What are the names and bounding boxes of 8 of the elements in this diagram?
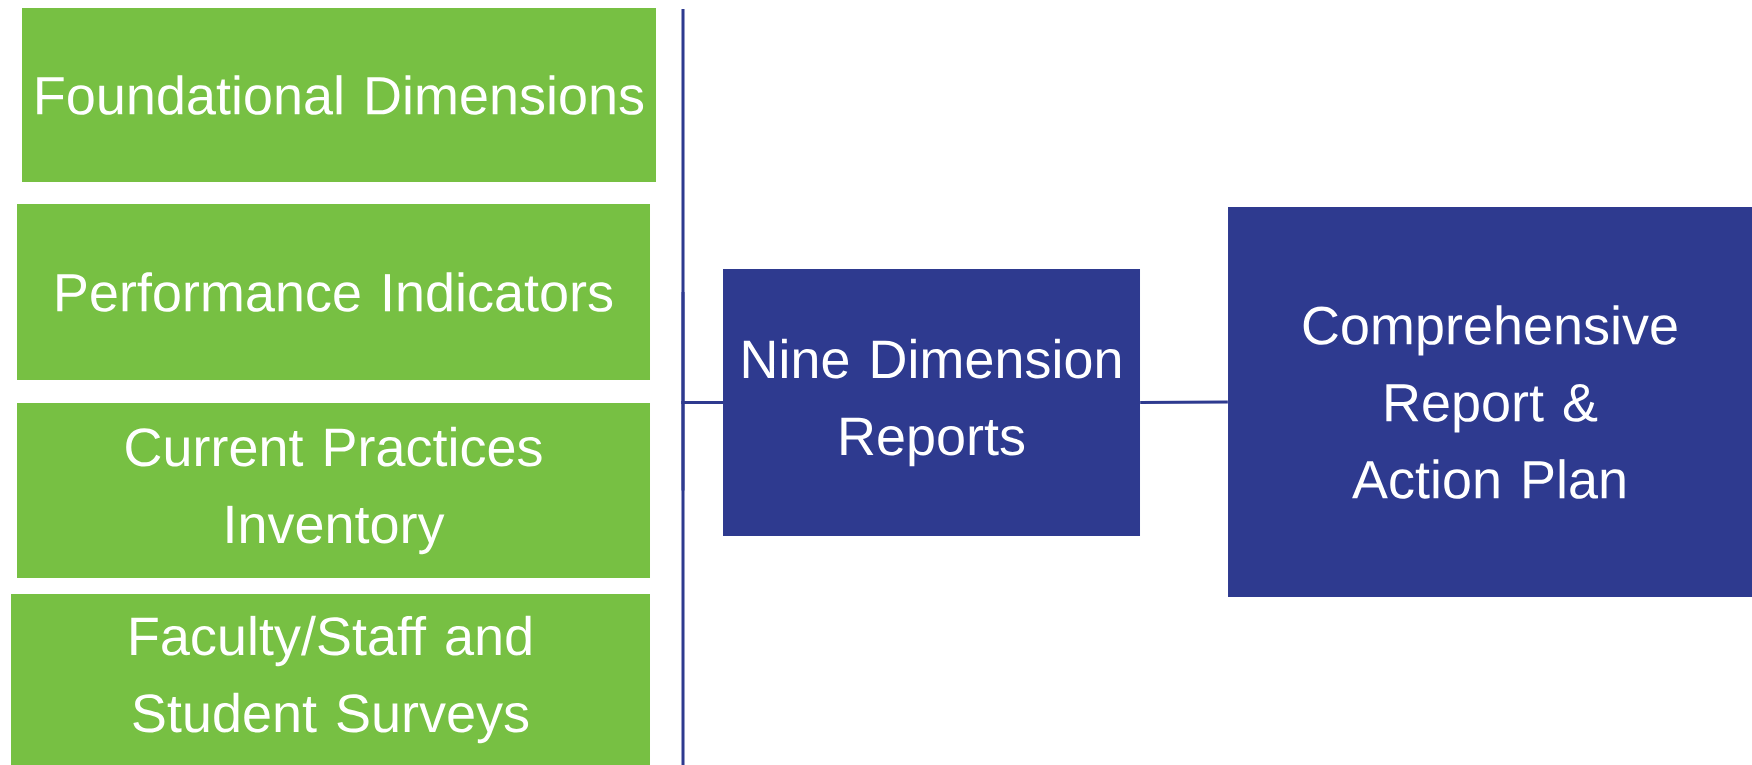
source-box: Current Practices Inventory: [17, 403, 650, 578]
connector-line: [681, 401, 723, 765]
source-box: Faculty/Staff and Student Surveys: [11, 594, 650, 765]
connector-line: [1140, 400, 1228, 404]
report-box: Comprehensive Report & Action Plan: [1228, 207, 1752, 597]
report-box: Nine Dimension Reports: [723, 269, 1140, 536]
source-box: Performance Indicators: [17, 204, 650, 380]
source-box: Foundational Dimensions: [22, 8, 656, 182]
